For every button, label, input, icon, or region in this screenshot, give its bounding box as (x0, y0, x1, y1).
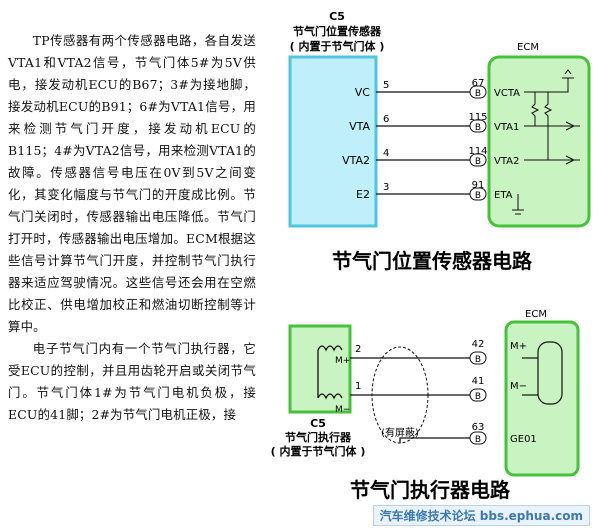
connector-letter: B (475, 123, 481, 133)
watermark-banner: 汽车维修技术论坛 bbs.ephua.com (372, 505, 590, 526)
sensor-pin-name: VTA (349, 120, 370, 133)
actuator-wires (350, 357, 470, 443)
description-paragraph-1: TP传感器有两个传感器电路，各自发送VTA1和VTA2信号，节气门体5#为5V供… (8, 33, 256, 334)
sensor-pin-name: E2 (356, 188, 370, 201)
ecm-pin-number: 42 (472, 339, 485, 350)
sensor-component-note: ( 内置于节气门体 ) (290, 39, 385, 53)
actuator-pin-number: 2 (355, 344, 361, 355)
ecm-box-top (487, 55, 591, 228)
ecm-pin-number: 41 (472, 376, 485, 387)
ecm-label-top: ECM (517, 42, 539, 53)
motor-minus-label: M− (335, 405, 350, 415)
connector-letter: B (475, 191, 481, 201)
connector-b (469, 187, 487, 201)
sensor-pin-number: 4 (383, 148, 389, 159)
connector-b (469, 153, 487, 167)
actuator-component-note: ( 内置于节气门体 ) (271, 444, 366, 458)
ecm-pin-number: 115 (468, 112, 487, 123)
connector-letter: B (475, 157, 481, 167)
sensor-pin-number: 6 (383, 114, 389, 125)
connector-b (469, 431, 487, 445)
sensor-signal-rows: VC 5 67 B VCTA VTA 6 115 B VTA1 VTA2 4 1… (342, 78, 520, 201)
ecm-pin-number: 91 (472, 180, 485, 191)
connector-b (469, 351, 487, 365)
actuator-box (288, 324, 352, 414)
shield-label: (有屏蔽) (381, 426, 419, 439)
ecm-box-bottom (504, 320, 580, 477)
sensor-pin-number: 5 (383, 80, 389, 91)
connector-b (469, 119, 487, 133)
connector-letter: B (475, 355, 481, 365)
diagram1-caption: 节气门位置传感器电路 (332, 249, 533, 273)
ecm-pin-name: GE01 (510, 434, 537, 445)
connector-b (469, 388, 487, 402)
ecm-pin-name: VTA1 (494, 122, 519, 133)
connector-b (469, 85, 487, 99)
throttle-position-sensor-diagram: C5 节气门位置传感器 ( 内置于节气门体 ) ECM VC 5 67 B VC… (288, 10, 591, 273)
actuator-component-code: C5 (310, 417, 326, 430)
sensor-pin-name: VC (355, 86, 371, 99)
ecm-pin-name: M+ (510, 341, 527, 352)
ecm-pin-name: M− (510, 381, 527, 392)
ecm-label-bottom: ECM (525, 309, 547, 320)
diagram2-caption: 节气门执行器电路 (350, 478, 511, 502)
motor-coil-icon (317, 345, 343, 400)
sensor-pin-name: VTA2 (342, 154, 370, 167)
sensor-component-code: C5 (329, 10, 345, 23)
connector-letter: B (475, 435, 481, 445)
motor-plus-label: M+ (335, 356, 350, 366)
sensor-pin-number: 3 (383, 182, 389, 193)
ecm-pin-number: 114 (468, 146, 487, 157)
ecm-pin-name: VCTA (494, 88, 520, 99)
ecm-internal-wiring-bottom (522, 341, 563, 405)
connector-letter: B (475, 392, 481, 402)
ecm-pin-name: ETA (494, 190, 513, 201)
ecm-internal-wiring-top (512, 69, 580, 215)
description-text: TP传感器有两个传感器电路，各自发送VTA1和VTA2信号，节气门体5#为5V供… (8, 30, 256, 426)
description-paragraph-2: 电子节气门内有一个节气门执行器，它受ECU的控制，并且用齿轮开启或关闭节气门。节… (8, 341, 256, 422)
ecm-pin-number: 63 (472, 422, 485, 433)
ecm-pin-name: VTA2 (494, 156, 519, 167)
throttle-actuator-diagram: ECM M+ M− 2 1 42 B M+ 41 B M− 6 (271, 309, 580, 502)
connector-letter: B (475, 89, 481, 99)
sensor-box (288, 55, 378, 228)
sensor-component-name: 节气门位置传感器 (293, 24, 382, 38)
ecm-pin-number: 67 (472, 78, 485, 89)
actuator-pin-number: 1 (355, 381, 361, 392)
actuator-component-name: 节气门执行器 (285, 430, 352, 444)
